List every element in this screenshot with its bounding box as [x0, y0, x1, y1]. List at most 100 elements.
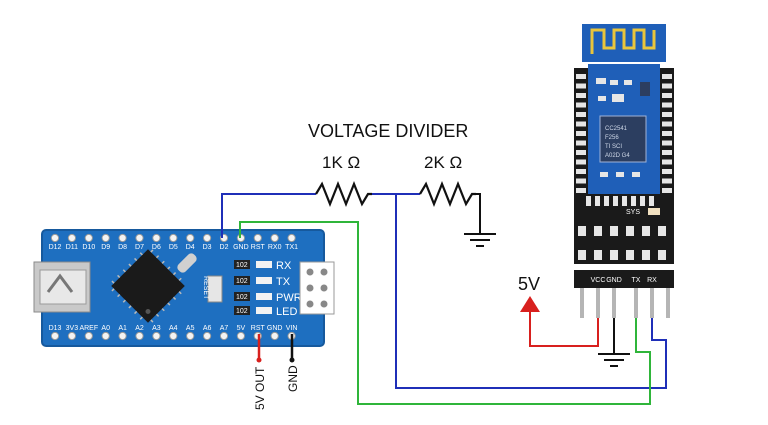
- bottom-pad: [631, 196, 636, 206]
- pin-hole: [118, 331, 127, 341]
- chip-text: CC2541: [605, 126, 628, 132]
- module-pin: [634, 288, 638, 318]
- module-pins: [580, 288, 670, 318]
- pin-label: D13: [49, 325, 62, 332]
- pin-label: A6: [203, 325, 212, 332]
- module-pin-label: GND: [606, 277, 622, 284]
- pin-label: RX0: [268, 244, 282, 251]
- side-pad: [576, 178, 586, 184]
- led-label-led: LED: [276, 306, 297, 318]
- pin-hole: [253, 233, 262, 243]
- pin-label: TX1: [285, 244, 298, 251]
- bottom-pad: [649, 196, 654, 206]
- component-pad: [626, 250, 634, 260]
- pin-label: D3: [203, 244, 212, 251]
- antenna: [582, 24, 666, 62]
- pin-label: A4: [169, 325, 178, 332]
- pin-hole: [50, 233, 60, 243]
- pin-label: VIN: [286, 325, 298, 332]
- side-pad: [662, 112, 672, 117]
- side-pad: [662, 178, 672, 184]
- gnd-wire: [476, 193, 481, 234]
- pin-label: 3V3: [66, 325, 79, 332]
- pin-hole: [203, 331, 212, 341]
- side-pad: [576, 131, 586, 136]
- pin-label: RST: [251, 244, 266, 251]
- pin-hole: [236, 331, 245, 341]
- chip-text: A02D G4: [605, 153, 630, 159]
- pin-label: D11: [66, 244, 78, 251]
- module-pin: [650, 288, 654, 318]
- side-pad: [662, 169, 672, 174]
- resistor-code: 102: [236, 278, 248, 285]
- reset-label: RESET: [202, 276, 209, 300]
- side-pad: [576, 150, 586, 155]
- bottom-pad: [640, 196, 645, 206]
- side-pad: [662, 188, 672, 193]
- component-pad: [578, 226, 586, 236]
- pin-hole: [270, 233, 279, 243]
- led-label-tx: TX: [276, 276, 291, 288]
- pin-hole: [169, 233, 178, 243]
- pin-hole: [203, 233, 212, 243]
- pin-label: AREF: [79, 325, 98, 332]
- component-pad: [578, 250, 586, 260]
- pin-label: D8: [118, 244, 127, 251]
- usb-connector: [33, 261, 91, 313]
- bottom-pad: [586, 196, 591, 206]
- pin-hole: [118, 233, 127, 243]
- 5v-arrow-icon: [520, 296, 540, 312]
- pin-label: GND: [267, 325, 283, 332]
- component-pad: [642, 250, 650, 260]
- pin-hole: [50, 331, 60, 341]
- pin-label: D12: [49, 244, 62, 251]
- reset-button: RESET: [202, 275, 223, 303]
- resistor-code: 102: [236, 262, 248, 269]
- resistor-code: 102: [236, 308, 248, 315]
- side-pad: [662, 140, 672, 146]
- pin-hole: [287, 233, 296, 243]
- pin-hole: [67, 331, 77, 341]
- sys-label: SYS: [626, 209, 640, 216]
- crystal: [177, 253, 197, 273]
- component-pad: [658, 250, 666, 260]
- blue-wire: [395, 194, 667, 389]
- resistor-2k-label: 2K Ω: [424, 153, 462, 172]
- blue-wire: [221, 193, 316, 238]
- pin-hole: [219, 331, 229, 341]
- side-pad: [576, 93, 586, 98]
- chip-text: F256: [605, 135, 619, 141]
- side-pad: [662, 150, 672, 155]
- resistor-2k: [419, 181, 476, 207]
- side-pad: [576, 140, 586, 146]
- bt-chip: CC2541 F256 TI SCI A02D G4: [599, 115, 647, 163]
- pin-hole: [101, 233, 110, 243]
- chip-text: TI SCI: [605, 144, 622, 150]
- pin-label: D4: [186, 244, 195, 251]
- pin-hole: [270, 331, 279, 341]
- pin-hole: [135, 233, 144, 243]
- bottom-pad: [604, 196, 609, 206]
- led-label-rx: RX: [276, 260, 292, 272]
- side-pad: [576, 83, 586, 89]
- module-pin-label: VCC: [591, 277, 606, 284]
- module-side-pads: [576, 74, 672, 260]
- top-pin-row: [50, 233, 296, 243]
- gnd-out-label: GND: [286, 365, 300, 392]
- red-wire: [529, 310, 599, 347]
- pin-label: A5: [186, 325, 195, 332]
- mcu-chip: [111, 249, 185, 323]
- pin-hole: [186, 331, 195, 341]
- pin-hole: [101, 331, 110, 341]
- component-pad: [610, 226, 618, 236]
- side-pad: [576, 159, 586, 165]
- bottom-pad: [622, 196, 627, 206]
- icsp-header: [299, 261, 335, 315]
- module-pin-label: RX: [647, 277, 657, 284]
- module-pin: [666, 288, 670, 318]
- component-pad: [642, 226, 650, 236]
- bottom-pad: [613, 196, 618, 206]
- module-pin: [596, 288, 600, 318]
